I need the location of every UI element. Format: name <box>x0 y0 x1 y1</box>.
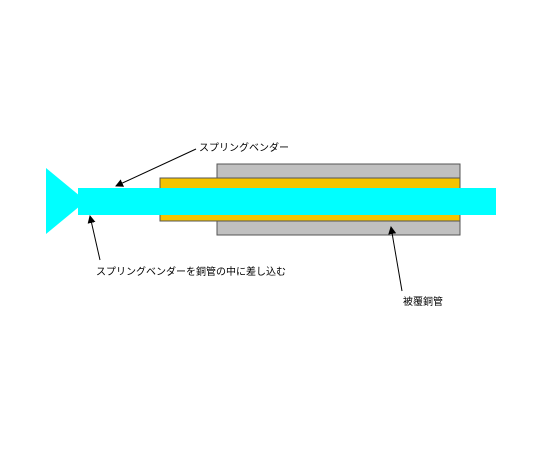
pipe-cover-top <box>216 163 461 179</box>
spring-bender-head <box>46 168 86 234</box>
label-spring-bender: スプリングベンダー <box>199 141 289 154</box>
pipe-cover-bottom <box>216 220 461 236</box>
spring-bender-rod <box>78 188 496 215</box>
arrow-covered-copper-pipe <box>388 226 403 292</box>
arrow-spring-bender <box>115 148 197 187</box>
arrow-insert-instruction <box>87 215 101 261</box>
label-covered-copper-pipe: 被覆銅管 <box>403 295 443 308</box>
label-insert-instruction: スプリングベンダーを銅管の中に差し込む <box>96 265 286 278</box>
